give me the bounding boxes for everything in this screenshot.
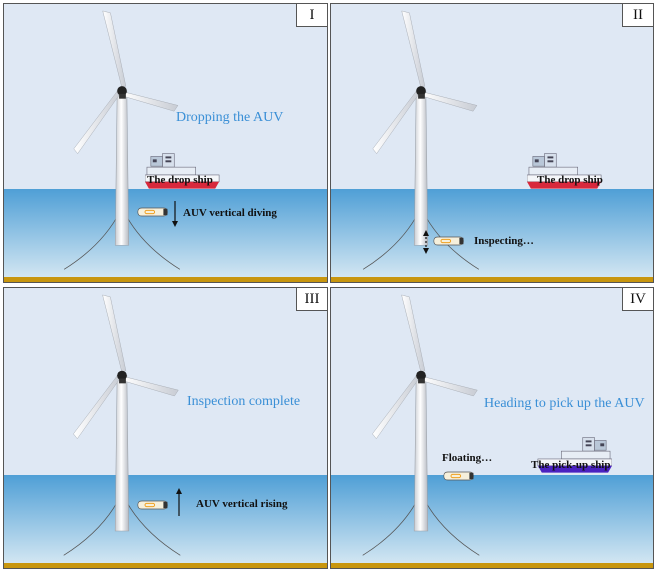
ship-label: The drop ship: [147, 174, 213, 186]
auv-icon: [443, 471, 474, 481]
auv-icon: [433, 236, 464, 246]
ship-label: The pick-up ship: [531, 459, 611, 471]
panel-4: IV Heading to pick up the AUV The pick-u…: [330, 287, 654, 569]
auv-label: AUV vertical diving: [183, 207, 277, 219]
panel-4-scene: [331, 288, 653, 568]
panel-number: IV: [622, 288, 653, 311]
panel-caption: Dropping the AUV: [176, 110, 284, 125]
panel-number: III: [296, 288, 327, 311]
auv-label: Floating…: [442, 452, 493, 464]
panel-2-scene: [331, 4, 653, 282]
panel-caption: Heading to pick up the AUV: [484, 396, 645, 411]
ship-label: The drop ship: [537, 174, 603, 186]
auv-icon: [137, 500, 168, 510]
panel-number: I: [296, 4, 327, 27]
panel-2: II The drop ship Inspecting…: [330, 3, 654, 283]
arrow-up-icon: [176, 488, 182, 516]
double-arrow-icon: [423, 230, 429, 254]
auv-icon: [137, 207, 168, 217]
panel-1: I Dropping the AUV The drop ship AUV ver…: [3, 3, 328, 283]
panel-3-scene: [4, 288, 327, 568]
panel-1-scene: [4, 4, 327, 282]
panel-3: III Inspection complete AUV vertical ris…: [3, 287, 328, 569]
arrow-down-icon: [172, 201, 178, 227]
auv-label: AUV vertical rising: [196, 498, 288, 510]
auv-label: Inspecting…: [474, 235, 534, 247]
panel-number: II: [622, 4, 653, 27]
panel-caption: Inspection complete: [187, 394, 301, 409]
